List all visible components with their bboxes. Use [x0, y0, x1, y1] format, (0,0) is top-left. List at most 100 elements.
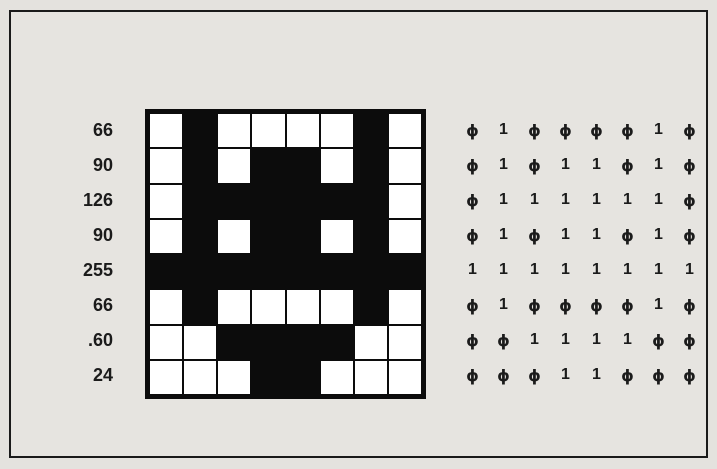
pixel-cell: [320, 219, 354, 254]
pixel-cell: [149, 148, 183, 183]
bit-digit: ϕ: [674, 331, 705, 350]
pixel-cell: [217, 113, 251, 148]
bit-digit: 1: [550, 366, 581, 384]
bit-digit: 1: [581, 331, 612, 349]
bit-digit: 1: [581, 226, 612, 244]
pixel-cell: [354, 360, 388, 395]
bit-digit: ϕ: [519, 156, 550, 175]
bit-digit: 1: [643, 296, 674, 314]
bit-digit: ϕ: [550, 296, 581, 315]
bit-digit: ϕ: [643, 331, 674, 350]
bit-digit: ϕ: [674, 156, 705, 175]
pixel-cell: [149, 289, 183, 324]
pixel-cell: [354, 325, 388, 360]
pixel-cell: [388, 184, 422, 219]
pixel-cell: [388, 360, 422, 395]
bit-digit: 1: [488, 121, 519, 139]
bit-digit: ϕ: [519, 121, 550, 140]
bit-digit: ϕ: [519, 366, 550, 385]
pixel-cell: [217, 289, 251, 324]
pixel-cell: [149, 184, 183, 219]
bit-digit: ϕ: [674, 366, 705, 385]
bit-digit: ϕ: [488, 366, 519, 385]
bit-digit: 1: [581, 261, 612, 279]
bit-digit: 1: [550, 226, 581, 244]
bit-digit: 1: [550, 156, 581, 174]
bit-digit: ϕ: [612, 226, 643, 245]
bit-digit: 1: [643, 261, 674, 279]
bit-digit: ϕ: [581, 296, 612, 315]
decimal-value: 66: [51, 109, 113, 144]
decimal-value: 90: [51, 214, 113, 249]
pixel-cell: [320, 289, 354, 324]
bit-digit: 1: [488, 156, 519, 174]
pixel-cell: [320, 360, 354, 395]
bit-digit: 1: [488, 261, 519, 279]
pixel-cell: [217, 360, 251, 395]
pixel-cell: [251, 289, 285, 324]
pixel-cell: [320, 148, 354, 183]
bit-digit: 1: [612, 261, 643, 279]
pixel-cell: [286, 113, 320, 148]
bit-digit: 1: [674, 261, 705, 279]
bit-digit: 1: [550, 191, 581, 209]
bit-digit: 1: [581, 156, 612, 174]
bit-digit: ϕ: [457, 121, 488, 140]
bit-digit: ϕ: [457, 226, 488, 245]
pixel-cell: [320, 113, 354, 148]
pixel-cell: [149, 219, 183, 254]
pixel-cell: [149, 360, 183, 395]
bit-digit: ϕ: [457, 331, 488, 350]
bit-digit: 1: [457, 261, 488, 279]
bit-digit: ϕ: [643, 366, 674, 385]
decimal-column: 66 90 126 90 255 66 .60 24: [51, 109, 113, 389]
bit-digit: 1: [643, 226, 674, 244]
bit-digit: ϕ: [457, 366, 488, 385]
bit-digit: 1: [519, 191, 550, 209]
bit-digit: 1: [488, 296, 519, 314]
bit-digit: ϕ: [612, 366, 643, 385]
bit-digit: ϕ: [519, 226, 550, 245]
bit-digit: 1: [581, 366, 612, 384]
bit-digit: 1: [519, 261, 550, 279]
decimal-value: 90: [51, 144, 113, 179]
pixel-cell: [149, 325, 183, 360]
bit-digit: 1: [643, 191, 674, 209]
bit-digit: 1: [550, 331, 581, 349]
bit-digit: ϕ: [612, 121, 643, 140]
bit-digit: ϕ: [519, 296, 550, 315]
decimal-value: 126: [51, 179, 113, 214]
pixel-cell: [388, 289, 422, 324]
pixel-cell: [183, 360, 217, 395]
bit-digit: 1: [643, 156, 674, 174]
bit-digit: 1: [643, 121, 674, 139]
decimal-value: 66: [51, 284, 113, 319]
bit-digit: 1: [488, 191, 519, 209]
pixel-grid: [145, 109, 426, 399]
pixel-cell: [388, 219, 422, 254]
decimal-value: .60: [51, 319, 113, 354]
bit-digit: ϕ: [457, 296, 488, 315]
bit-digit: ϕ: [612, 296, 643, 315]
decimal-value: 255: [51, 249, 113, 284]
bit-digit: 1: [550, 261, 581, 279]
pixel-cell: [388, 113, 422, 148]
pixel-cell: [217, 148, 251, 183]
bit-digit: ϕ: [457, 156, 488, 175]
bit-digit: 1: [612, 191, 643, 209]
pixel-cell: [149, 113, 183, 148]
bit-digit: ϕ: [674, 226, 705, 245]
bit-digit: 1: [581, 191, 612, 209]
pixel-cell: [183, 325, 217, 360]
bit-digit: ϕ: [612, 156, 643, 175]
bit-digit: ϕ: [457, 191, 488, 210]
bit-digit: ϕ: [581, 121, 612, 140]
